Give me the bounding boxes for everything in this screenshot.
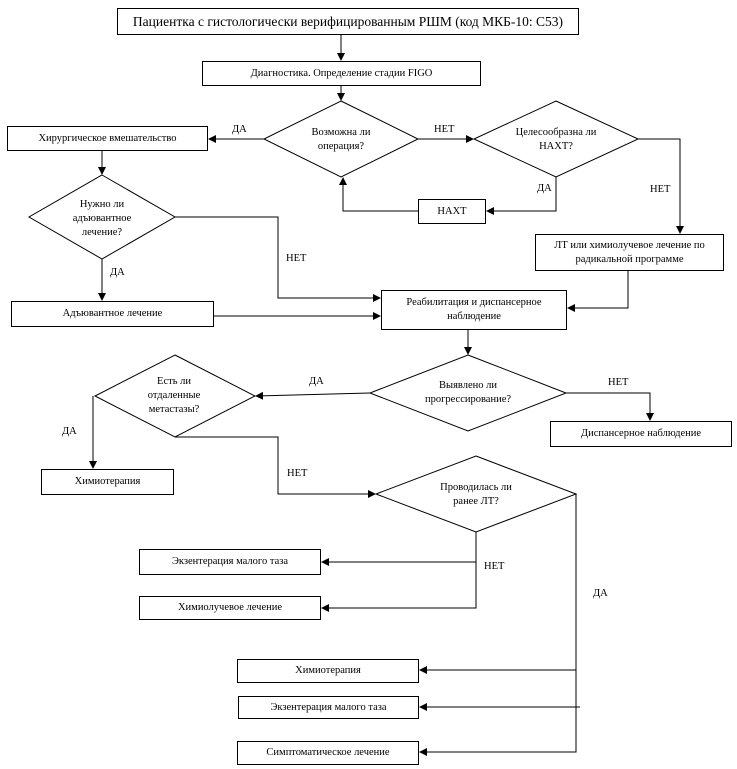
decision-prior-rt: Проводилась ли ранее ЛТ? [428, 480, 524, 510]
surgery-text: Хирургическое вмешательство [38, 132, 177, 144]
label-no-operation: НЕТ [434, 124, 455, 135]
start-box-text: Пациентка с гистологически верифицирован… [132, 13, 564, 29]
exenteration-box-2: Экзентерация малого таза [238, 696, 419, 719]
exenteration-box-1: Экзентерация малого таза [139, 549, 321, 575]
symptomatic-text: Симптоматическое лечение [266, 747, 390, 758]
exenteration-text-2: Экзентерация малого таза [270, 701, 387, 713]
label-yes-surgery: ДА [232, 124, 247, 135]
chemotherapy-box-1: Химиотерапия [41, 469, 174, 495]
label-yes-adjuvant: ДА [110, 267, 125, 278]
label-no-metastases: НЕТ [287, 468, 308, 479]
adjuvant-box: Адъювантное лечение [11, 301, 214, 327]
adjuvant-text: Адъювантное лечение [62, 308, 163, 319]
decision-naht-text: Целесообразна ли НАХТ? [515, 127, 597, 152]
exenteration-text-1: Экзентерация малого таза [171, 556, 289, 567]
label-no-adjuvant: НЕТ [286, 253, 307, 264]
decision-progression-shape [368, 354, 568, 432]
decision-metastases-text: Есть ли отдаленные метастазы? [147, 376, 201, 415]
symptomatic-box: Симптоматическое лечение [237, 741, 419, 765]
chemoradiation-box: Химиолучевое лечение [139, 596, 321, 620]
rt-radical-box: ЛТ или химиолучевое лечение по радикальн… [535, 234, 724, 271]
chemotherapy-text-1: Химиотерапия [74, 476, 141, 487]
label-no-prior-rt: НЕТ [484, 561, 505, 572]
dispensary-box: Диспансерное наблюдение [550, 421, 732, 447]
decision-naht: Целесообразна ли НАХТ? [512, 125, 600, 155]
decision-progression: Выявлено ли прогрессирование? [418, 378, 518, 408]
chemotherapy-text-2: Химиотерапия [295, 665, 361, 676]
dispensary-text: Диспансерное наблюдение [580, 428, 702, 439]
rehab-box: Реабилитация и диспансерное наблюдение [381, 290, 567, 330]
diagnostics-box: Диагностика. Определение стадии FIGO [202, 61, 481, 86]
decision-progression-text: Выявлено ли прогрессирование? [424, 380, 512, 405]
label-yes-progression: ДА [309, 376, 324, 387]
surgery-box: Хирургическое вмешательство [7, 126, 208, 151]
start-box: Пациентка с гистологически верифицирован… [117, 8, 579, 35]
chemoradiation-text: Химиолучевое лечение [177, 602, 283, 613]
chemotherapy-box-2: Химиотерапия [237, 659, 419, 683]
decision-adjuvant: Нужно ли адъювантное лечение? [62, 197, 142, 241]
label-yes-prior-rt: ДА [593, 588, 608, 599]
label-no-progression: НЕТ [608, 377, 629, 388]
diagnostics-text: Диагностика. Определение стадии FIGO [250, 67, 433, 79]
naht-text: НАХТ [437, 205, 467, 217]
label-yes-naht: ДА [537, 183, 552, 194]
rehab-text: Реабилитация и диспансерное наблюдение [406, 297, 542, 322]
label-yes-metastases: ДА [62, 426, 77, 437]
naht-box: НАХТ [418, 199, 486, 224]
decision-operation: Возможна ли операция? [298, 125, 384, 155]
label-no-naht: НЕТ [650, 184, 671, 195]
rt-radical-text: ЛТ или химиолучевое лечение по радикальн… [554, 239, 705, 265]
decision-metastases: Есть ли отдаленные метастазы? [136, 374, 212, 418]
decision-prior-rt-text: Проводилась ли ранее ЛТ? [440, 482, 512, 507]
decision-operation-text: Возможна ли операция? [311, 127, 371, 152]
decision-adjuvant-text: Нужно ли адъювантное лечение? [72, 199, 132, 238]
